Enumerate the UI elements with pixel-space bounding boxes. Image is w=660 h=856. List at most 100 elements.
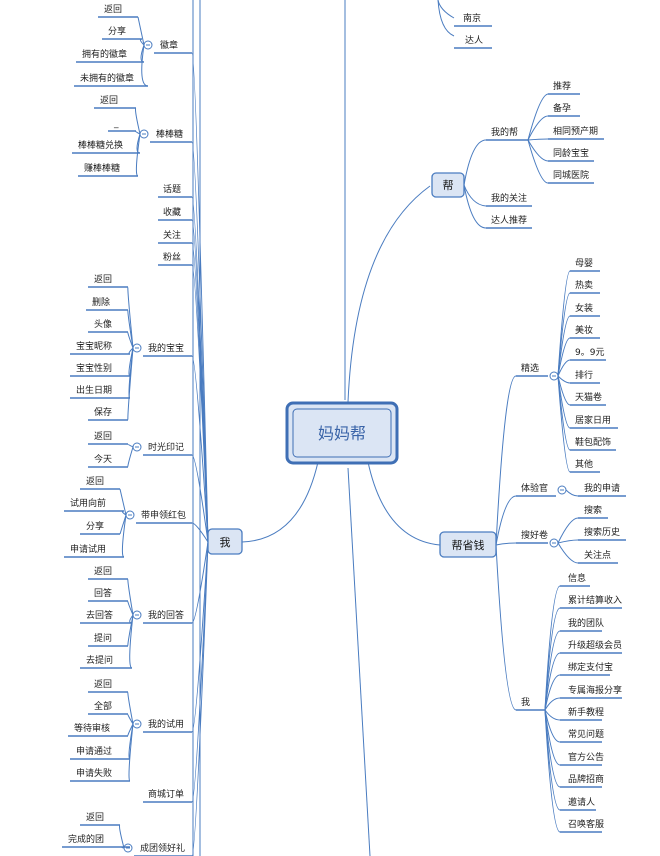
- mybang-item: 备孕: [553, 102, 571, 114]
- left-group-label: 我的回答: [148, 609, 184, 621]
- souhao-item: 搜索历史: [584, 526, 620, 538]
- left-leaf: 完成的团: [68, 833, 104, 845]
- left-group-label: 时光印记: [148, 441, 184, 453]
- right-top-leaves: 南京 达人: [437, 0, 492, 49]
- left-leaf: 分享: [108, 25, 126, 37]
- left-leaf: 回答: [94, 587, 112, 599]
- root-label: 妈妈帮: [318, 424, 366, 443]
- left-leaf: 去回答: [86, 609, 113, 621]
- bang-branches: 我的帮 我的关注 达人推荐 推荐 备孕 相同预产期 同龄宝宝 同城医院: [463, 80, 604, 229]
- collapse-toggle-icon[interactable]: [139, 129, 149, 139]
- left-leaf: 返回: [86, 475, 104, 487]
- left-tree: 徽章返回分享拥有的徽章未拥有的徽章棒棒糖返回_棒棒糖兑换赚棒棒糖话题收藏关注粉丝…: [62, 3, 209, 856]
- wo-right-item: 新手教程: [568, 706, 604, 718]
- left-leaf: 宝宝性别: [76, 362, 112, 374]
- left-leaf: 返回: [94, 430, 112, 442]
- collapse-toggle-icon[interactable]: [132, 343, 142, 353]
- left-group-label: 带申领红包: [141, 509, 186, 521]
- left-group-label: 粉丝: [163, 251, 181, 263]
- node-tiyan: 体验官: [521, 482, 548, 494]
- collapse-toggle-icon[interactable]: [132, 442, 142, 452]
- wo-right-item: 专属海报分享: [568, 684, 622, 696]
- node-my-bang: 我的帮: [491, 126, 518, 138]
- jingxuan-item: 天猫卷: [575, 391, 602, 403]
- left-leaf: 未拥有的徽章: [80, 72, 134, 84]
- left-leaf: 分享: [86, 520, 104, 532]
- left-group-label: 商城订单: [148, 788, 184, 800]
- mybang-item: 推荐: [553, 80, 571, 92]
- collapse-toggle-icon[interactable]: [549, 371, 559, 381]
- jingxuan-item: 9。9元: [575, 348, 604, 358]
- mybang-item: 相同预产期: [553, 125, 598, 137]
- jingxuan-item: 排行: [575, 369, 593, 381]
- jingxuan-item: 女装: [575, 302, 593, 314]
- root-node[interactable]: 妈妈帮: [241, 185, 441, 546]
- node-bang-label: 帮: [443, 179, 454, 192]
- node-my-follow: 我的关注: [491, 192, 527, 204]
- collapse-toggle-icon[interactable]: [123, 843, 133, 853]
- node-wo-left[interactable]: 我: [207, 528, 243, 555]
- collapse-toggle-icon[interactable]: [132, 719, 142, 729]
- left-leaf: 删除: [92, 296, 110, 308]
- left-leaf: 返回: [104, 3, 122, 15]
- left-leaf: 全部: [94, 700, 112, 712]
- left-leaf: 试用向前: [70, 497, 106, 509]
- leaf-daren: 达人: [465, 34, 483, 46]
- collapse-toggle-icon[interactable]: [557, 485, 567, 495]
- left-leaf: 返回: [100, 94, 118, 106]
- left-leaf: _: [113, 119, 119, 129]
- jingxuan-item: 母婴: [575, 258, 593, 269]
- left-group-label: 棒棒糖: [156, 128, 183, 140]
- node-souhao: 搜好卷: [521, 529, 548, 541]
- node-daren-tuijian: 达人推荐: [491, 214, 527, 226]
- wo-right-item: 升级超级会员: [568, 639, 622, 651]
- left-leaf: 返回: [86, 811, 104, 823]
- left-leaf: 出生日期: [76, 384, 112, 396]
- right-leaves: 母婴热卖女装美妆9。9元排行天猫卷居家日用鞋包配饰其他我的申请搜索搜索历史关注点…: [544, 258, 626, 833]
- left-leaf: 申请试用: [70, 543, 106, 555]
- wo-right-item: 邀请人: [568, 796, 595, 808]
- node-wo-left-label: 我: [220, 536, 231, 549]
- left-leaf: 返回: [94, 678, 112, 690]
- wo-right-item: 累计结算收入: [568, 594, 622, 606]
- shengqian-branches: 精选 体验官 搜好卷 我: [495, 362, 556, 711]
- left-leaf: 返回: [94, 273, 112, 285]
- left-leaf: 拥有的徽章: [82, 48, 127, 60]
- collapse-toggle-icon[interactable]: [125, 510, 135, 520]
- left-group-label: 成团领好礼: [140, 842, 185, 854]
- left-leaf: 返回: [94, 565, 112, 577]
- left-group-label: 徽章: [160, 39, 178, 51]
- node-shengqian-label: 帮省钱: [452, 538, 485, 552]
- left-leaf: 去提问: [86, 654, 113, 666]
- left-leaf: 赚棒棒糖: [84, 162, 120, 174]
- wo-right-item: 召唤客服: [568, 818, 604, 830]
- collapse-toggle-icon[interactable]: [143, 40, 153, 50]
- wo-right-item: 官方公告: [568, 751, 604, 763]
- jingxuan-item: 鞋包配饰: [575, 436, 611, 448]
- left-leaf: 保存: [94, 406, 112, 418]
- left-group-label: 我的宝宝: [148, 342, 184, 354]
- node-wo-right: 我: [521, 697, 530, 708]
- left-group-label: 关注: [163, 229, 181, 241]
- jingxuan-item: 热卖: [575, 279, 593, 291]
- tiyan-item: 我的申请: [584, 482, 620, 494]
- node-jingxuan: 精选: [521, 362, 539, 374]
- left-leaf: 头像: [94, 318, 112, 330]
- collapse-toggle-icon[interactable]: [132, 610, 142, 620]
- left-group-label: 话题: [163, 183, 181, 195]
- mybang-item: 同龄宝宝: [553, 147, 589, 159]
- wo-right-item: 信息: [568, 572, 586, 584]
- mybang-item: 同城医院: [553, 169, 589, 181]
- left-leaf: 提问: [94, 632, 112, 644]
- jingxuan-item: 居家日用: [575, 414, 611, 426]
- node-bang[interactable]: 帮: [431, 172, 465, 198]
- jingxuan-item: 美妆: [575, 324, 593, 336]
- left-leaf: 申请失败: [76, 767, 112, 779]
- leaf-nanjing: 南京: [463, 12, 481, 24]
- node-shengqian[interactable]: 帮省钱: [439, 531, 497, 558]
- souhao-item: 关注点: [584, 549, 611, 561]
- collapse-toggle-icon[interactable]: [549, 538, 559, 548]
- wo-right-item: 绑定支付宝: [568, 661, 613, 673]
- wo-right-item: 品牌招商: [568, 773, 604, 785]
